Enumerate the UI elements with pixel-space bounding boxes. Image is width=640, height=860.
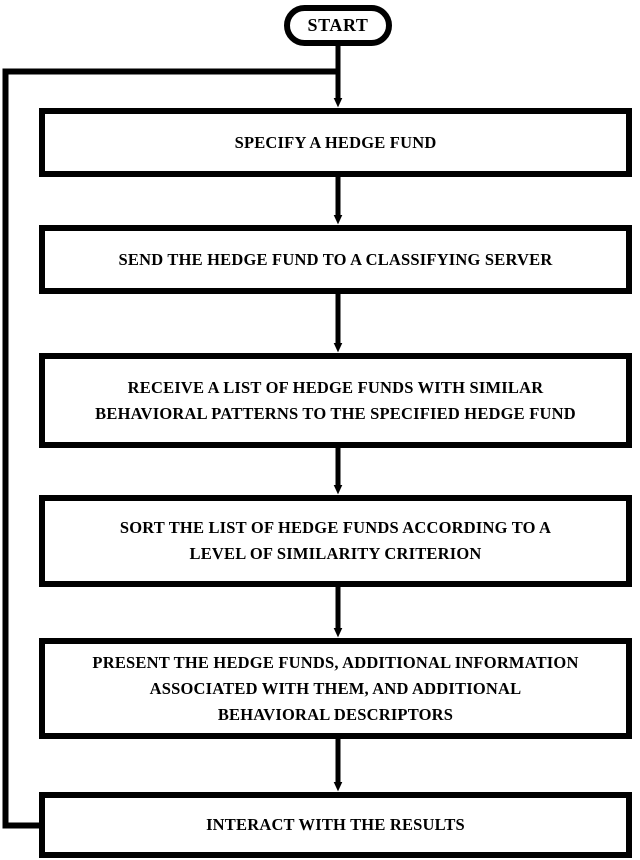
node-receive-shape: [39, 353, 632, 448]
node-send-shape: [39, 225, 632, 294]
node-sort-shape: [39, 495, 632, 587]
node-present-shape: [39, 638, 632, 739]
node-interact-shape: [39, 792, 632, 858]
edge-interact-feedback-loop: [2, 68, 338, 829]
node-specify-shape: [39, 108, 632, 177]
node-start-shape: [284, 5, 392, 46]
